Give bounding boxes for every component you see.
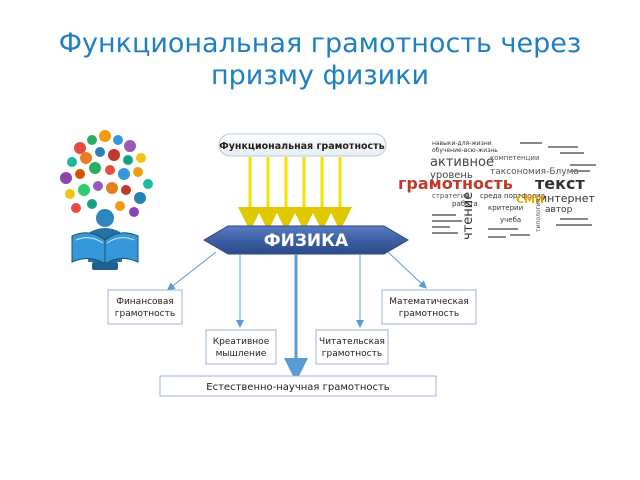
cloud-word: интернет <box>540 192 595 205</box>
hexagon-label: ФИЗИКА <box>264 231 349 251</box>
science-literacy-box: Естественно-научная грамотность <box>159 375 437 397</box>
floating-icons <box>60 130 153 217</box>
cloud-word: СМИ <box>516 193 544 206</box>
box-line: мышление <box>216 349 267 359</box>
cloud-word: среда <box>480 192 502 200</box>
cloud-word: учеба <box>500 216 521 224</box>
cloud-word: стратегии <box>432 192 470 200</box>
box-line: Математическая <box>389 297 469 307</box>
math-literacy-box: Математическая грамотность <box>381 289 477 325</box>
box-line: Читательская <box>319 337 385 347</box>
cloud-word: критерии <box>488 204 523 212</box>
cloud-word: уровень <box>430 170 473 181</box>
title-line-2: призму физики <box>210 60 430 91</box>
science-literacy-label: Естественно-научная грамотность <box>206 382 390 393</box>
blue-arrow <box>166 251 217 291</box>
creative-thinking-box: Креативное мышление <box>205 329 277 365</box>
blue-arrows <box>166 251 427 328</box>
cloud-word: автор <box>545 205 573 215</box>
top-pill-label: Функциональная грамотность <box>219 141 384 152</box>
yellow-arrows <box>238 157 352 231</box>
top-pill: Функциональная грамотность <box>218 133 387 157</box>
cloud-word: обучение-всю-жизнь <box>432 147 498 154</box>
cloud-word: навыки-для-жизни <box>432 140 492 147</box>
cloud-word: типология <box>535 198 542 232</box>
title-line-1: Функциональная грамотность через <box>58 28 582 59</box>
box-line: Креативное <box>213 337 270 347</box>
financial-literacy-box: Финансовая грамотность <box>107 289 183 325</box>
slide-title: Функциональная грамотность через призму … <box>0 28 640 92</box>
cloud-word: активное <box>430 155 494 170</box>
cloud-word: компетенции <box>490 154 540 162</box>
box-line: грамотность <box>322 349 382 359</box>
reader-head <box>96 209 114 227</box>
box-line: грамотность <box>399 309 459 319</box>
cloud-word: работа <box>452 200 478 208</box>
cloud-word: текст <box>535 174 585 193</box>
cloud-word: чтение <box>461 192 476 240</box>
box-line: Финансовая <box>116 297 174 307</box>
physics-hexagon: ФИЗИКА <box>203 225 409 255</box>
word-cloud: навыки-для-жизни обучение-всю-жизнь акти… <box>398 135 610 245</box>
cloud-word: портфолио <box>504 192 545 200</box>
reading-literacy-box: Читательская грамотность <box>315 329 389 365</box>
cloud-word: таксономия-Блума <box>490 167 579 177</box>
box-line: грамотность <box>115 309 175 319</box>
blue-arrow <box>387 251 427 289</box>
cloud-word: грамотность <box>398 174 513 193</box>
book-reader-illustration <box>60 130 153 270</box>
